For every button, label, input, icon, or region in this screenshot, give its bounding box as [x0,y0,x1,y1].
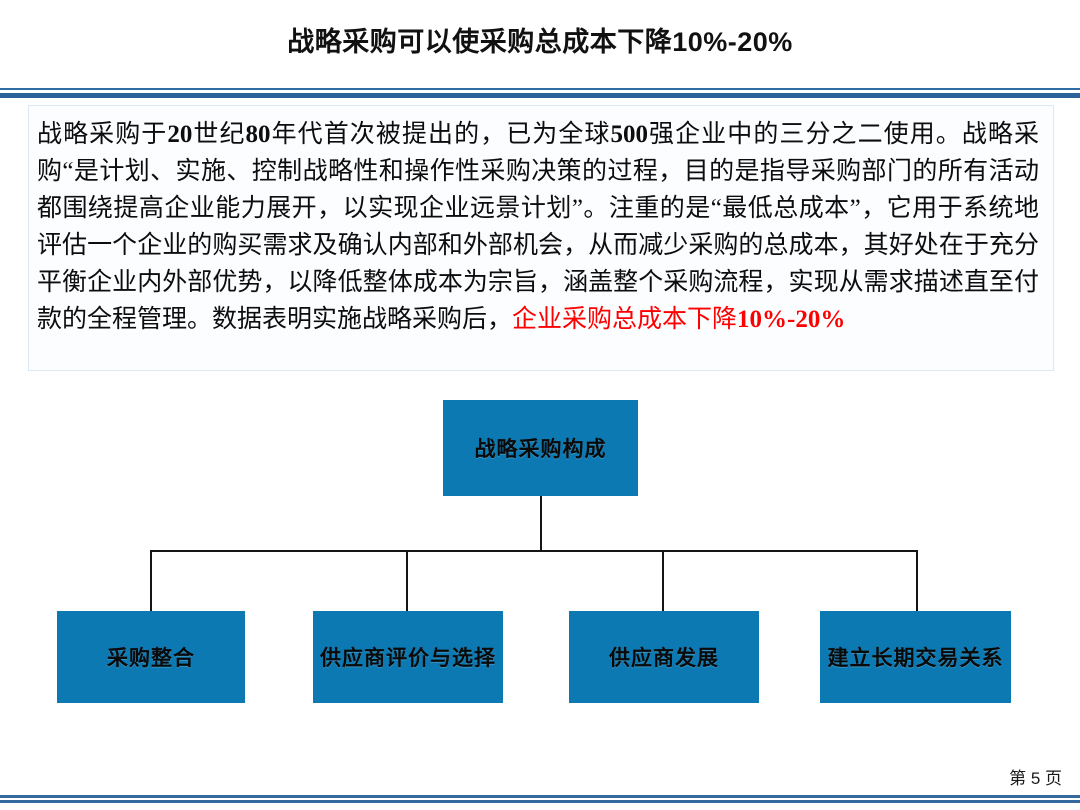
body-segment-bold: 20 [167,121,193,148]
connector-drop-4 [916,550,918,611]
body-segment: 世纪 [192,121,246,148]
body-segment: 年代首次被提出的，已为全球 [270,121,611,148]
body-segment-highlight-bold: 10%-20% [737,306,846,333]
footer-rule-gap [0,798,1080,800]
org-node-child-3-label: 供应商发展 [609,646,719,670]
page-number: 第 5 页 [1009,769,1062,788]
body-segment: 战略采购于 [37,121,168,148]
header-rule-thick [0,93,1080,98]
org-node-root[interactable]: 战略采购构成 [443,400,638,496]
org-node-child-3[interactable]: 供应商发展 [569,611,759,703]
body-paragraph: 战略采购于20世纪80年代首次被提出的，已为全球500强企业中的三分之二使用。战… [37,116,1039,338]
org-node-child-4[interactable]: 建立长期交易关系 [820,611,1011,703]
connector-root-stem [540,496,542,552]
connector-horizontal-bus [150,550,918,552]
body-segment: 强企业中的三分之二使用。战略采购“是计划、实施、控制战略性和操作性采购决策的过程… [37,121,1039,333]
connector-drop-1 [150,550,152,611]
body-segment-bold: 80 [245,121,271,148]
org-node-root-label: 战略采购构成 [474,437,607,461]
org-node-child-4-label: 建立长期交易关系 [827,646,1004,670]
org-node-child-2[interactable]: 供应商评价与选择 [313,611,503,703]
footer-divider [0,795,1080,804]
org-node-child-2-label: 供应商评价与选择 [320,646,496,670]
connector-drop-3 [662,550,664,611]
org-chart: 战略采购构成 采购整合 供应商评价与选择 供应商发展 建立长期交易关系 [0,380,1080,720]
footer-rule-top [0,795,1080,798]
org-node-child-1[interactable]: 采购整合 [57,611,245,703]
header-divider [0,88,1080,102]
body-text-panel: 战略采购于20世纪80年代首次被提出的，已为全球500强企业中的三分之二使用。战… [28,105,1054,371]
slide-footer: 第 5 页 [0,762,1080,810]
org-node-child-1-label: 采购整合 [107,646,195,670]
body-segment-bold: 500 [610,121,648,148]
page-title: 战略采购可以使采购总成本下降10%-20% [287,27,793,57]
body-segment-highlight: 企业采购总成本下降 [512,306,738,333]
connector-drop-2 [406,550,408,611]
header-rule-thin [0,88,1080,90]
footer-rule-bottom [0,800,1080,803]
header-rule-gap [0,90,1080,93]
